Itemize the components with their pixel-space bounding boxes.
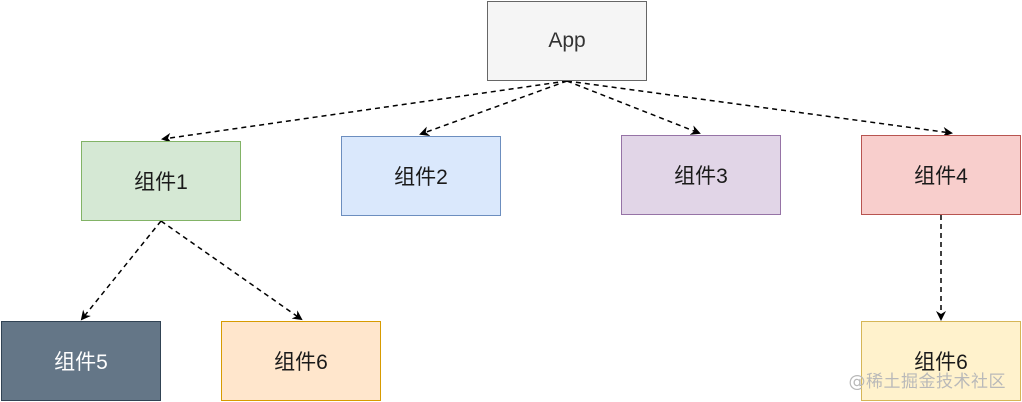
edge-c1-to-c5 bbox=[80, 220, 162, 321]
component-6-node-right[interactable]: 组件6 bbox=[861, 321, 1021, 401]
component-6-right-label: 组件6 bbox=[914, 351, 968, 374]
component-6-left-label: 组件6 bbox=[274, 351, 328, 374]
component-1-node[interactable]: 组件1 bbox=[81, 141, 241, 221]
edge-app-to-c1 bbox=[161, 80, 568, 143]
edge-app-to-c4 bbox=[566, 80, 953, 137]
component-5-node[interactable]: 组件5 bbox=[1, 321, 161, 401]
component-2-label: 组件2 bbox=[394, 166, 448, 189]
app-node-label: App bbox=[548, 29, 586, 52]
component-4-node[interactable]: 组件4 bbox=[861, 135, 1021, 215]
edge-app-to-c2 bbox=[419, 80, 568, 136]
app-node[interactable]: App bbox=[487, 1, 647, 81]
component-5-label: 组件5 bbox=[54, 351, 108, 374]
component-2-node[interactable]: 组件2 bbox=[341, 136, 501, 216]
edge-c1-to-c6a bbox=[160, 220, 303, 321]
component-4-label: 组件4 bbox=[914, 165, 968, 188]
watermark-text: @稀土掘金技术社区 bbox=[848, 372, 1006, 392]
component-6-node-left[interactable]: 组件6 bbox=[221, 321, 381, 401]
component-3-node[interactable]: 组件3 bbox=[621, 135, 781, 215]
component-3-label: 组件3 bbox=[674, 165, 728, 188]
component-1-label: 组件1 bbox=[134, 171, 188, 194]
edge-app-to-c3 bbox=[566, 80, 701, 135]
